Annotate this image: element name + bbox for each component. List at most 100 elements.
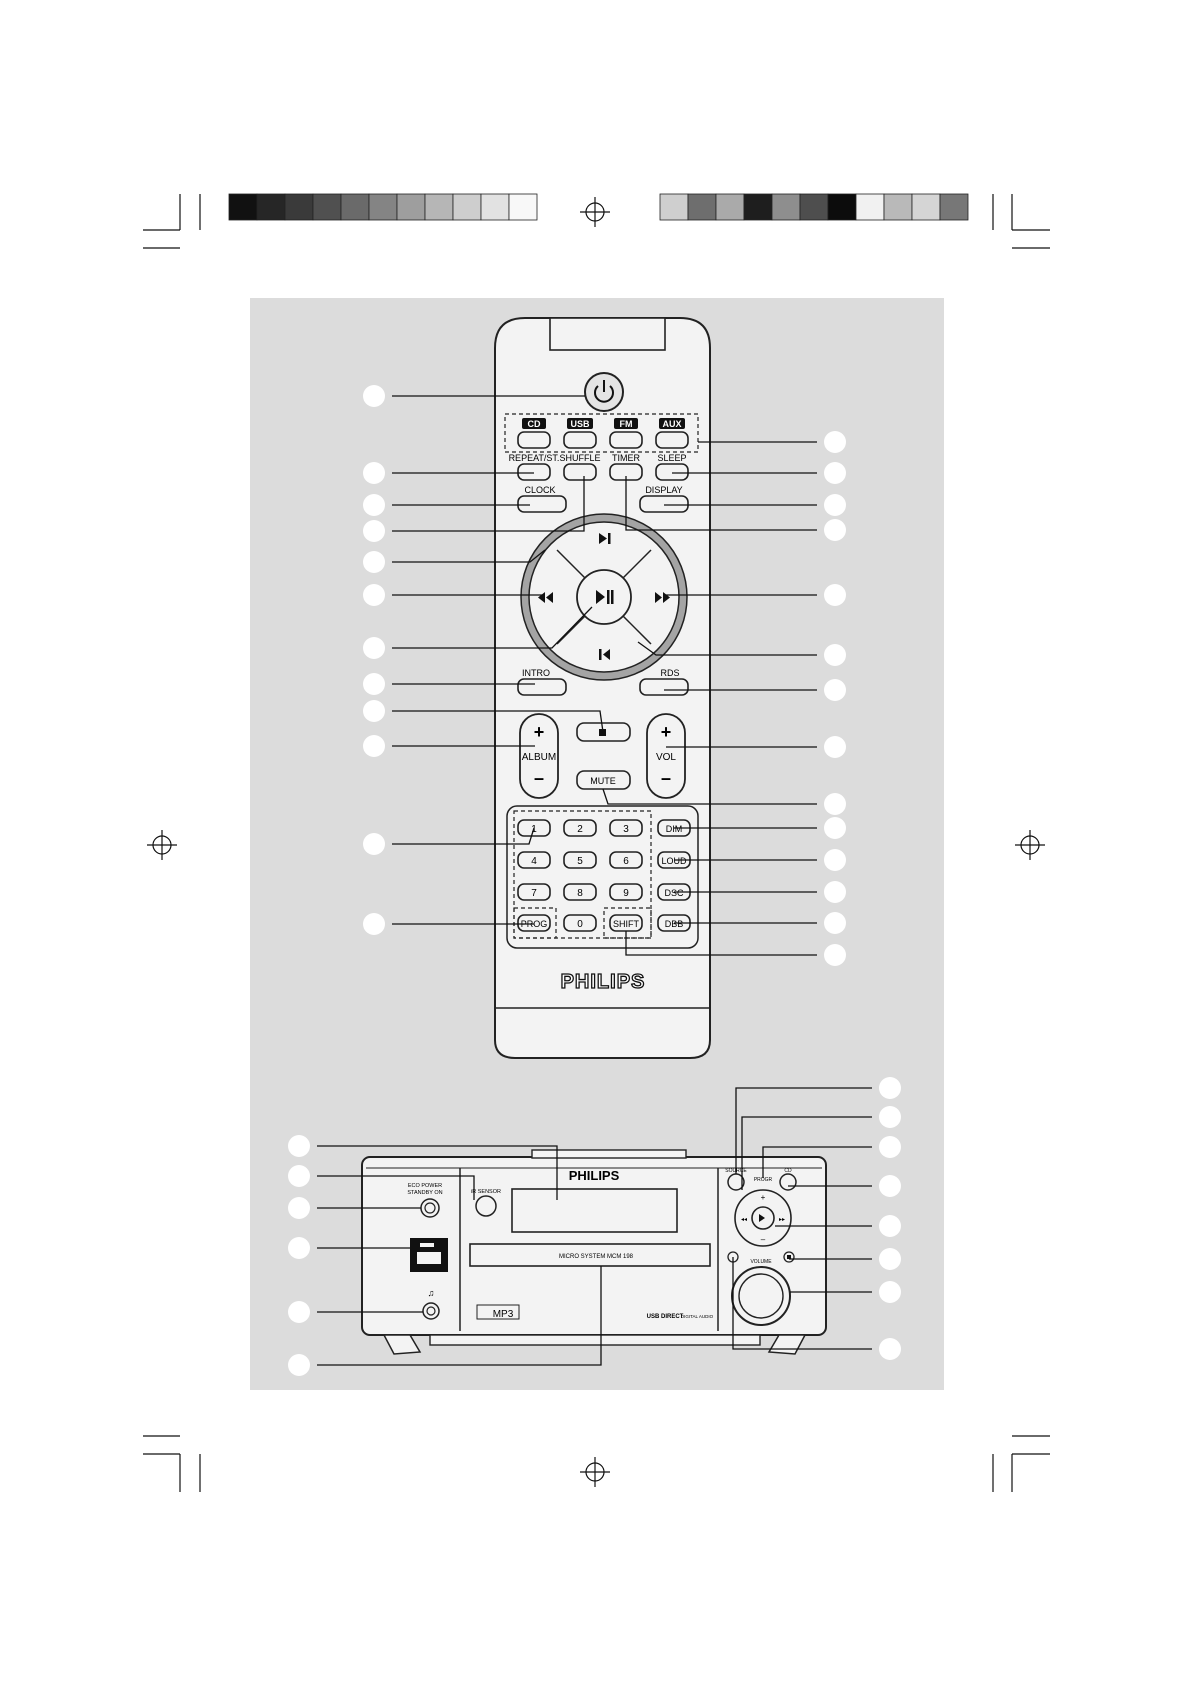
volume-knob[interactable] <box>731 1266 791 1326</box>
intro-button[interactable] <box>517 678 567 696</box>
shuffle-button[interactable] <box>563 463 597 481</box>
usb-port[interactable] <box>410 1238 448 1272</box>
fast-forward-button[interactable] <box>648 586 676 608</box>
side-label: DBB <box>665 919 684 929</box>
navigation-wheel <box>520 513 688 681</box>
callout-marker <box>824 462 846 484</box>
timer-label: TIMER <box>612 453 640 463</box>
prog-button[interactable]: PROG <box>517 914 551 932</box>
digit-button-4[interactable]: 4 <box>517 851 551 869</box>
color-swatch <box>883 193 913 221</box>
callout-marker <box>288 1165 310 1187</box>
callout-marker <box>363 494 385 516</box>
shift-group-outline <box>603 907 652 939</box>
unit-prev-icon: ◂◂ <box>741 1217 747 1223</box>
callout-marker <box>363 462 385 484</box>
callout-marker <box>363 913 385 935</box>
source-button-fm[interactable]: FM <box>609 418 643 449</box>
headphone-jack[interactable] <box>422 1302 440 1320</box>
volume-minus-label: – <box>661 768 671 788</box>
digit-button-6[interactable]: 6 <box>609 851 643 869</box>
rewind-button[interactable] <box>532 586 560 608</box>
remote-brand-logo: PHILIPS <box>561 971 646 993</box>
eco-power-label: ECO POWER <box>408 1183 442 1189</box>
shift-label: SHIFT <box>613 919 640 929</box>
color-swatch <box>799 193 829 221</box>
volume-rocker[interactable]: + VOL – <box>646 713 686 799</box>
standby-label: STANDBY ON <box>407 1190 442 1196</box>
previous-button[interactable] <box>582 644 626 666</box>
callout-leader-line <box>625 476 817 531</box>
registration-mark-right <box>1015 830 1045 860</box>
color-swatch <box>827 193 857 221</box>
callout-marker <box>824 881 846 903</box>
navigation-pad[interactable]: + – ◂◂ ▸▸ <box>734 1189 792 1247</box>
callout-marker <box>824 849 846 871</box>
registration-mark-bottom <box>580 1457 610 1487</box>
digit-button-7[interactable]: 7 <box>517 883 551 901</box>
digit-label: 5 <box>577 856 583 867</box>
callout-marker <box>824 912 846 934</box>
rds-button[interactable] <box>639 678 689 696</box>
callout-marker <box>824 817 846 839</box>
callout-leader-line <box>602 788 817 805</box>
power-button[interactable] <box>584 372 624 412</box>
color-swatch <box>771 193 801 221</box>
callout-leader-line <box>392 476 585 532</box>
prog-group-outline <box>513 907 557 939</box>
source-button-aux[interactable]: AUX <box>655 418 689 449</box>
digit-group-outline <box>513 810 652 939</box>
usb-direct-logo: USB DIRECT <box>647 1314 684 1320</box>
digit-button-2[interactable]: 2 <box>563 819 597 837</box>
compact-disc-logo: DIGITAL AUDIO <box>681 1314 714 1319</box>
callout-leader-line <box>392 549 546 563</box>
volume-label: VOL <box>656 752 676 763</box>
digit-button-0[interactable]: 0 <box>563 914 597 932</box>
volume-knob-label: VOLUME <box>750 1259 772 1265</box>
digit-label: 3 <box>623 824 629 835</box>
stop-icon <box>599 729 606 736</box>
album-label: ALBUM <box>522 752 556 763</box>
digit-button-8[interactable]: 8 <box>563 883 597 901</box>
clock-button[interactable] <box>517 495 567 513</box>
digit-label: 0 <box>577 919 583 930</box>
digit-label: 2 <box>577 824 583 835</box>
volume-plus-label: + <box>661 722 672 742</box>
standby-button[interactable] <box>420 1198 440 1218</box>
unit-stop-icon <box>787 1255 791 1259</box>
display-button[interactable] <box>639 495 689 513</box>
callout-marker <box>824 944 846 966</box>
stop-button[interactable] <box>576 722 631 742</box>
registration-mark-top <box>580 197 610 227</box>
color-swatch <box>396 193 426 221</box>
digit-button-9[interactable]: 9 <box>609 883 643 901</box>
source-button-cd[interactable]: CD <box>517 418 551 449</box>
callout-leader-line <box>317 1145 558 1200</box>
album-rocker[interactable]: + ALBUM – <box>519 713 559 799</box>
digit-button-5[interactable]: 5 <box>563 851 597 869</box>
cd-button[interactable] <box>779 1173 797 1191</box>
sleep-button[interactable] <box>655 463 689 481</box>
callout-marker <box>824 519 846 541</box>
callout-marker <box>879 1175 901 1197</box>
source-button-usb[interactable]: USB <box>563 418 597 449</box>
digit-label: 1 <box>531 824 537 835</box>
usb-icon <box>420 1243 434 1247</box>
callout-marker <box>363 551 385 573</box>
color-swatch <box>715 193 745 221</box>
repeat-button[interactable] <box>517 463 551 481</box>
keypad-area <box>506 805 699 949</box>
repeat-label: REPEAT/ST. <box>509 453 560 463</box>
callout-marker <box>879 1338 901 1360</box>
mute-button[interactable]: MUTE <box>576 770 631 790</box>
shift-button[interactable]: SHIFT <box>609 914 643 932</box>
callout-marker <box>824 494 846 516</box>
ir-window <box>549 317 666 351</box>
callout-leader-line <box>741 1116 872 1190</box>
play-next-button[interactable] <box>582 528 626 550</box>
callout-marker <box>824 793 846 815</box>
digit-button-3[interactable]: 3 <box>609 819 643 837</box>
callout-leader-line <box>762 1146 872 1178</box>
remote-control: CD USB FM AUX REPEAT/ST. SHUFFLE TIMER S… <box>494 317 711 1059</box>
